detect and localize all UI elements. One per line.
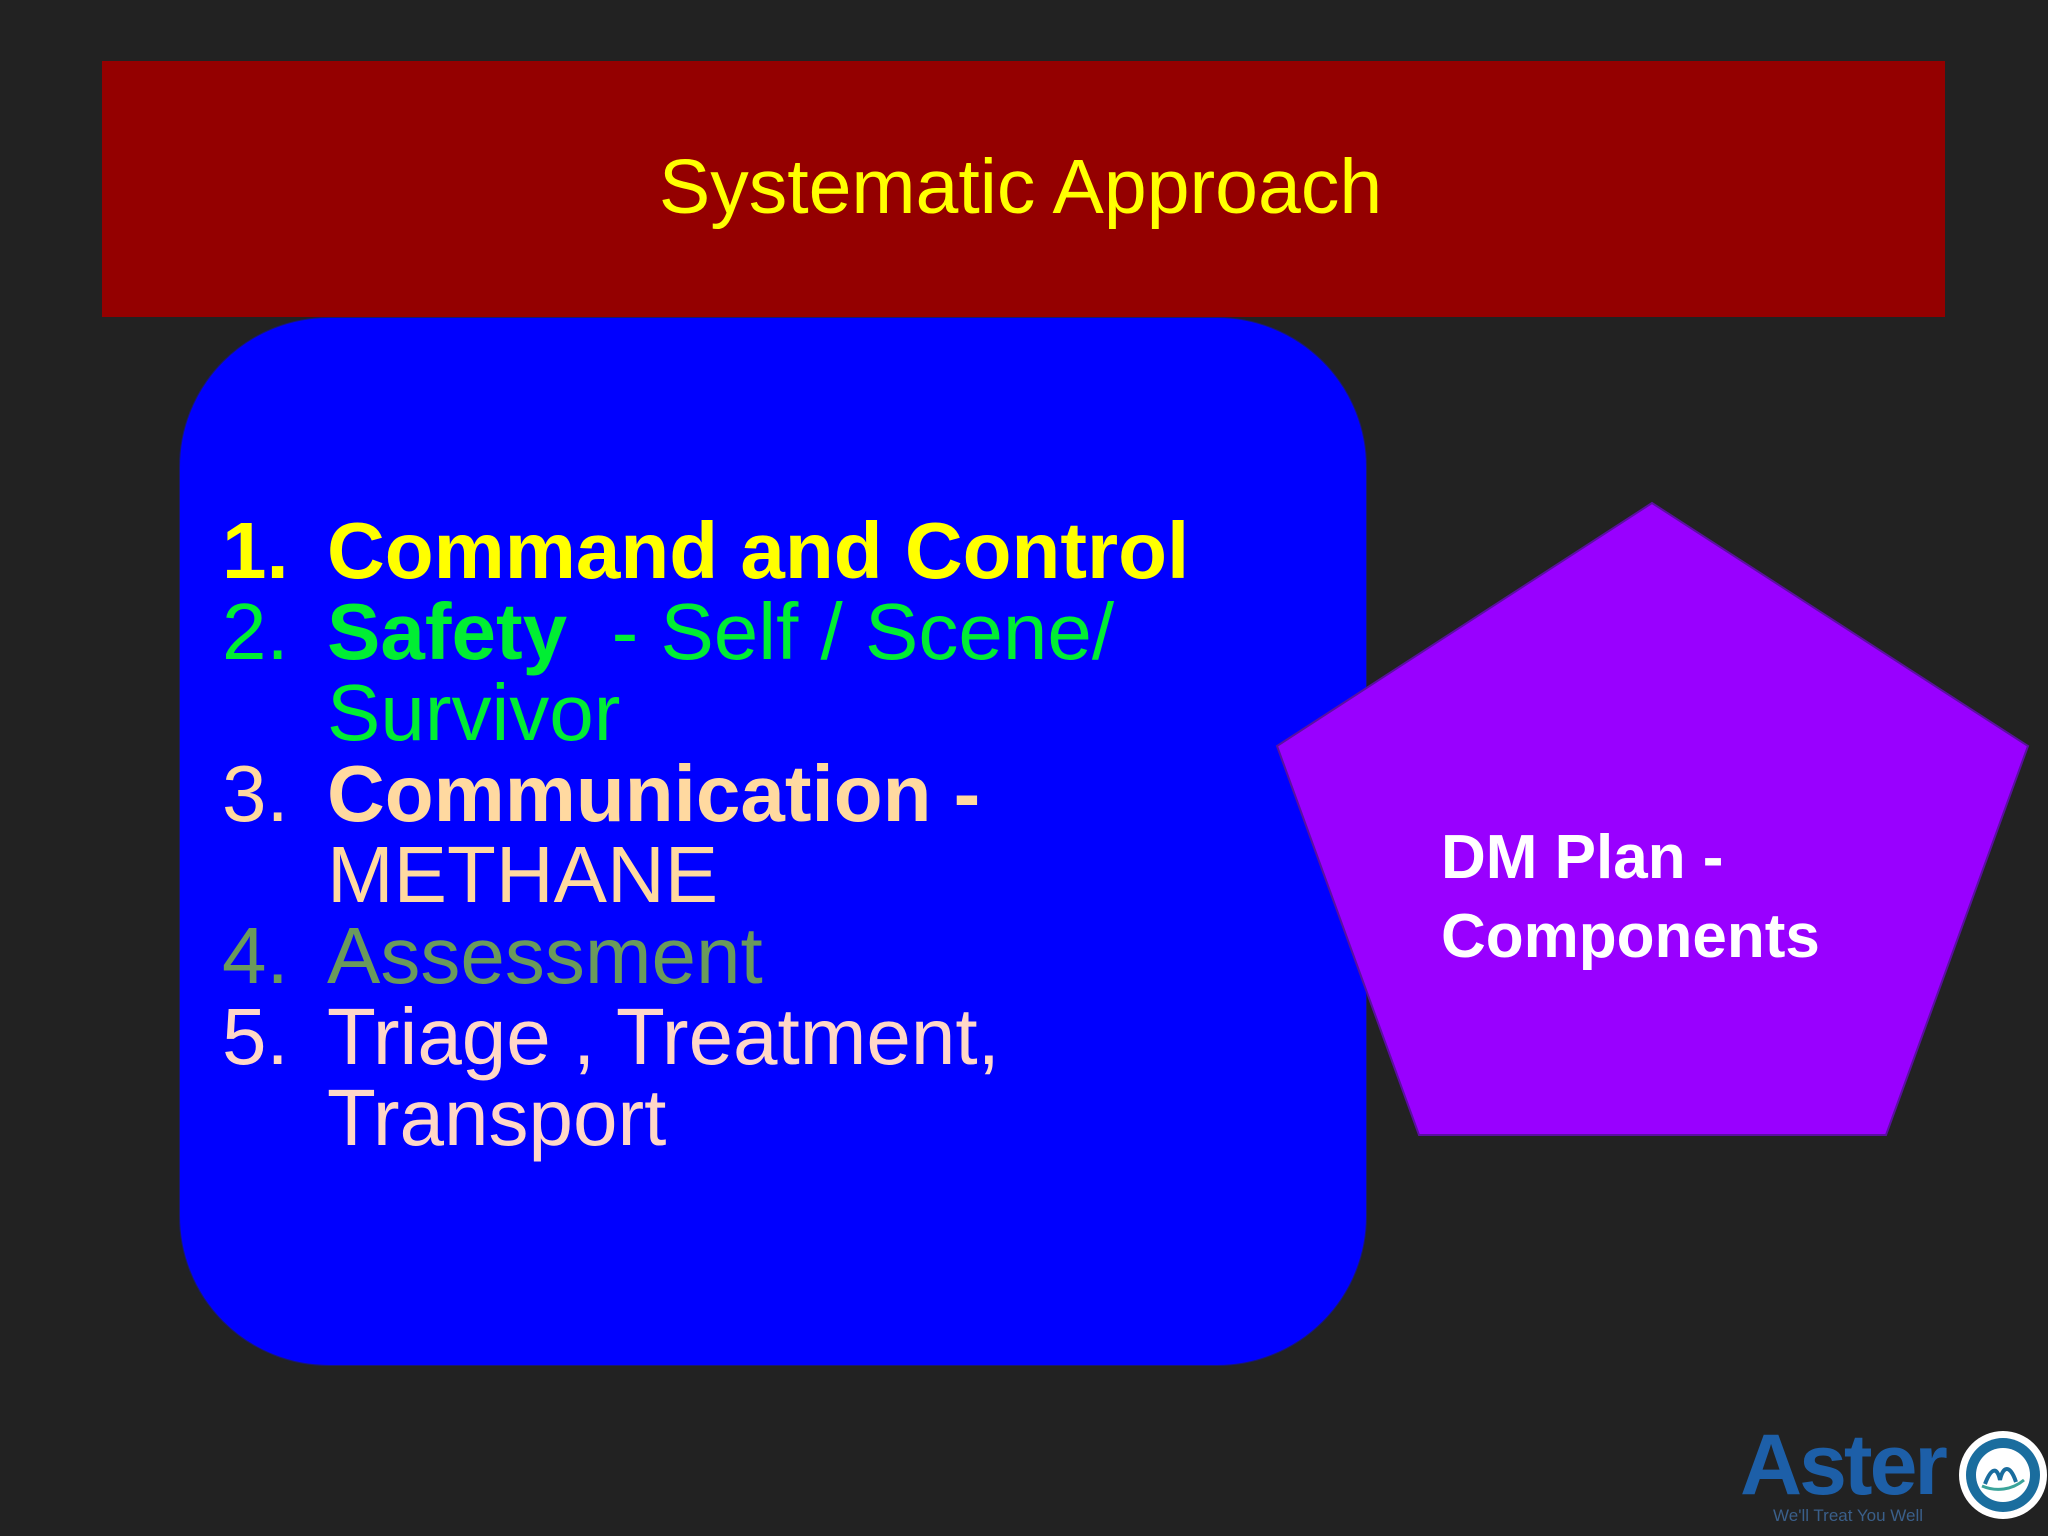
pentagon-label-line2: Components xyxy=(1441,902,1820,971)
list-item-command: 1.Command and Control xyxy=(222,510,1342,591)
numbered-list: 1.Command and Control 2.Safety - Self / … xyxy=(222,510,1342,1158)
list-item-communication: 3.Communication -METHANE xyxy=(222,753,1342,915)
list-item-safety: 2.Safety - Self / Scene/Survivor xyxy=(222,591,1342,753)
list-item-continuation: METHANE xyxy=(327,830,719,919)
list-item-continuation: Transport xyxy=(327,1073,667,1162)
list-item-text: - Self / Scene/ xyxy=(567,587,1115,676)
pentagon-label: DM Plan - Components xyxy=(1441,818,1820,976)
list-item-continuation: Survivor xyxy=(327,668,621,757)
list-item-bold: Communication - xyxy=(327,749,981,838)
list-item-bold: Safety xyxy=(327,587,568,676)
slide-title: Systematic Approach xyxy=(658,143,1383,230)
title-bar: Systematic Approach xyxy=(102,61,1945,317)
list-number: 3. xyxy=(222,749,289,838)
logo-wordmark: Aster xyxy=(1740,1417,1948,1513)
list-item-bold: Command and Control xyxy=(327,506,1190,595)
list-item-assessment: 4.Assessment xyxy=(222,915,1342,996)
list-item-triage: 5.Triage , Treatment,Transport xyxy=(222,996,1342,1158)
list-box xyxy=(179,317,1367,1366)
logo-tagline: We'll Treat You Well xyxy=(1773,1506,1924,1525)
aster-logo: Aster We'll Treat You Well xyxy=(1740,1420,2048,1536)
list-number: 4. xyxy=(222,911,289,1000)
list-number: 2. xyxy=(222,587,289,676)
list-item-text: Assessment xyxy=(327,911,763,1000)
list-item-text: Triage , Treatment, xyxy=(327,992,1000,1081)
pentagon-polygon xyxy=(1275,501,2030,1136)
list-number: 5. xyxy=(222,992,289,1081)
aster-dm-emblem-icon xyxy=(1959,1431,2047,1519)
list-number: 1. xyxy=(222,506,289,595)
pentagon-label-line1: DM Plan - xyxy=(1441,823,1724,892)
